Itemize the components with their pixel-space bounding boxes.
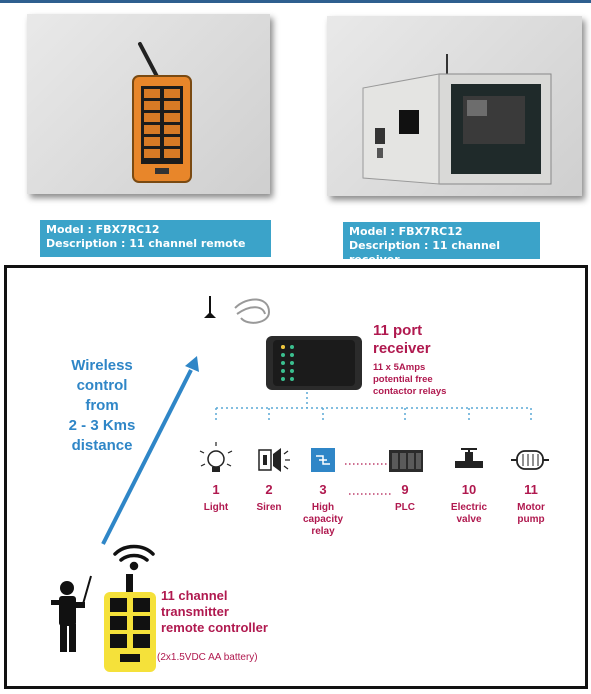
system-diagram: Wireless control from 2 - 3 Kms distance… <box>4 265 588 689</box>
output-label: Light <box>203 502 229 513</box>
bulb-icon <box>199 442 233 472</box>
transmitter-title: 11 channel transmitter remote controller <box>161 588 268 635</box>
transmitter-battery: (2x1.5VDC AA battery) <box>157 652 258 663</box>
valve-icon <box>455 448 483 468</box>
wireless-text: Wireless control from 2 - 3 Kms distance <box>68 357 136 454</box>
output-label: Siren <box>256 502 282 513</box>
wifi-icon <box>113 544 155 571</box>
output-number: 9 <box>401 482 409 497</box>
output-label: High capacity relay <box>302 502 344 537</box>
remote-image <box>132 42 192 183</box>
receiver-box-icon <box>266 336 362 390</box>
output-number: 11 <box>524 482 538 497</box>
output-label: Motor pump <box>517 502 545 525</box>
motor-icon <box>511 450 549 470</box>
transmitter-icon <box>104 574 156 672</box>
output-number: 3 <box>319 482 327 497</box>
output-label: PLC <box>395 502 415 513</box>
receiver-caption: Model : FBX7RC12 Description : 11 channe… <box>343 222 540 266</box>
receiver-model: Model : FBX7RC12 <box>349 225 463 238</box>
remote-model: Model : FBX7RC12 <box>46 223 160 236</box>
receiver-description: Description : 11 channel receiver <box>349 239 501 266</box>
output-number: 10 <box>461 482 477 497</box>
receiver-description: 11 x 5Amps potential free contactor rela… <box>373 362 447 397</box>
remote-photo <box>27 14 270 194</box>
output-number: 2 <box>265 482 273 497</box>
person-icon <box>51 575 92 652</box>
output-number: 1 <box>212 482 220 497</box>
relay-icon <box>311 448 335 472</box>
receiver-image <box>362 54 552 185</box>
siren-icon <box>258 448 290 472</box>
remote-caption: Model : FBX7RC12 Description : 11 channe… <box>40 220 271 257</box>
receiver-title: 11 port receiver <box>373 322 431 357</box>
receiver-antenna-icon <box>204 296 271 324</box>
output-label: Electric valve <box>450 502 488 525</box>
plc-icon <box>389 450 423 472</box>
top-rule <box>0 0 591 3</box>
diagram-graphics <box>51 296 549 672</box>
remote-description: Description : 11 channel remote <box>46 237 246 250</box>
receiver-photo <box>327 16 582 196</box>
